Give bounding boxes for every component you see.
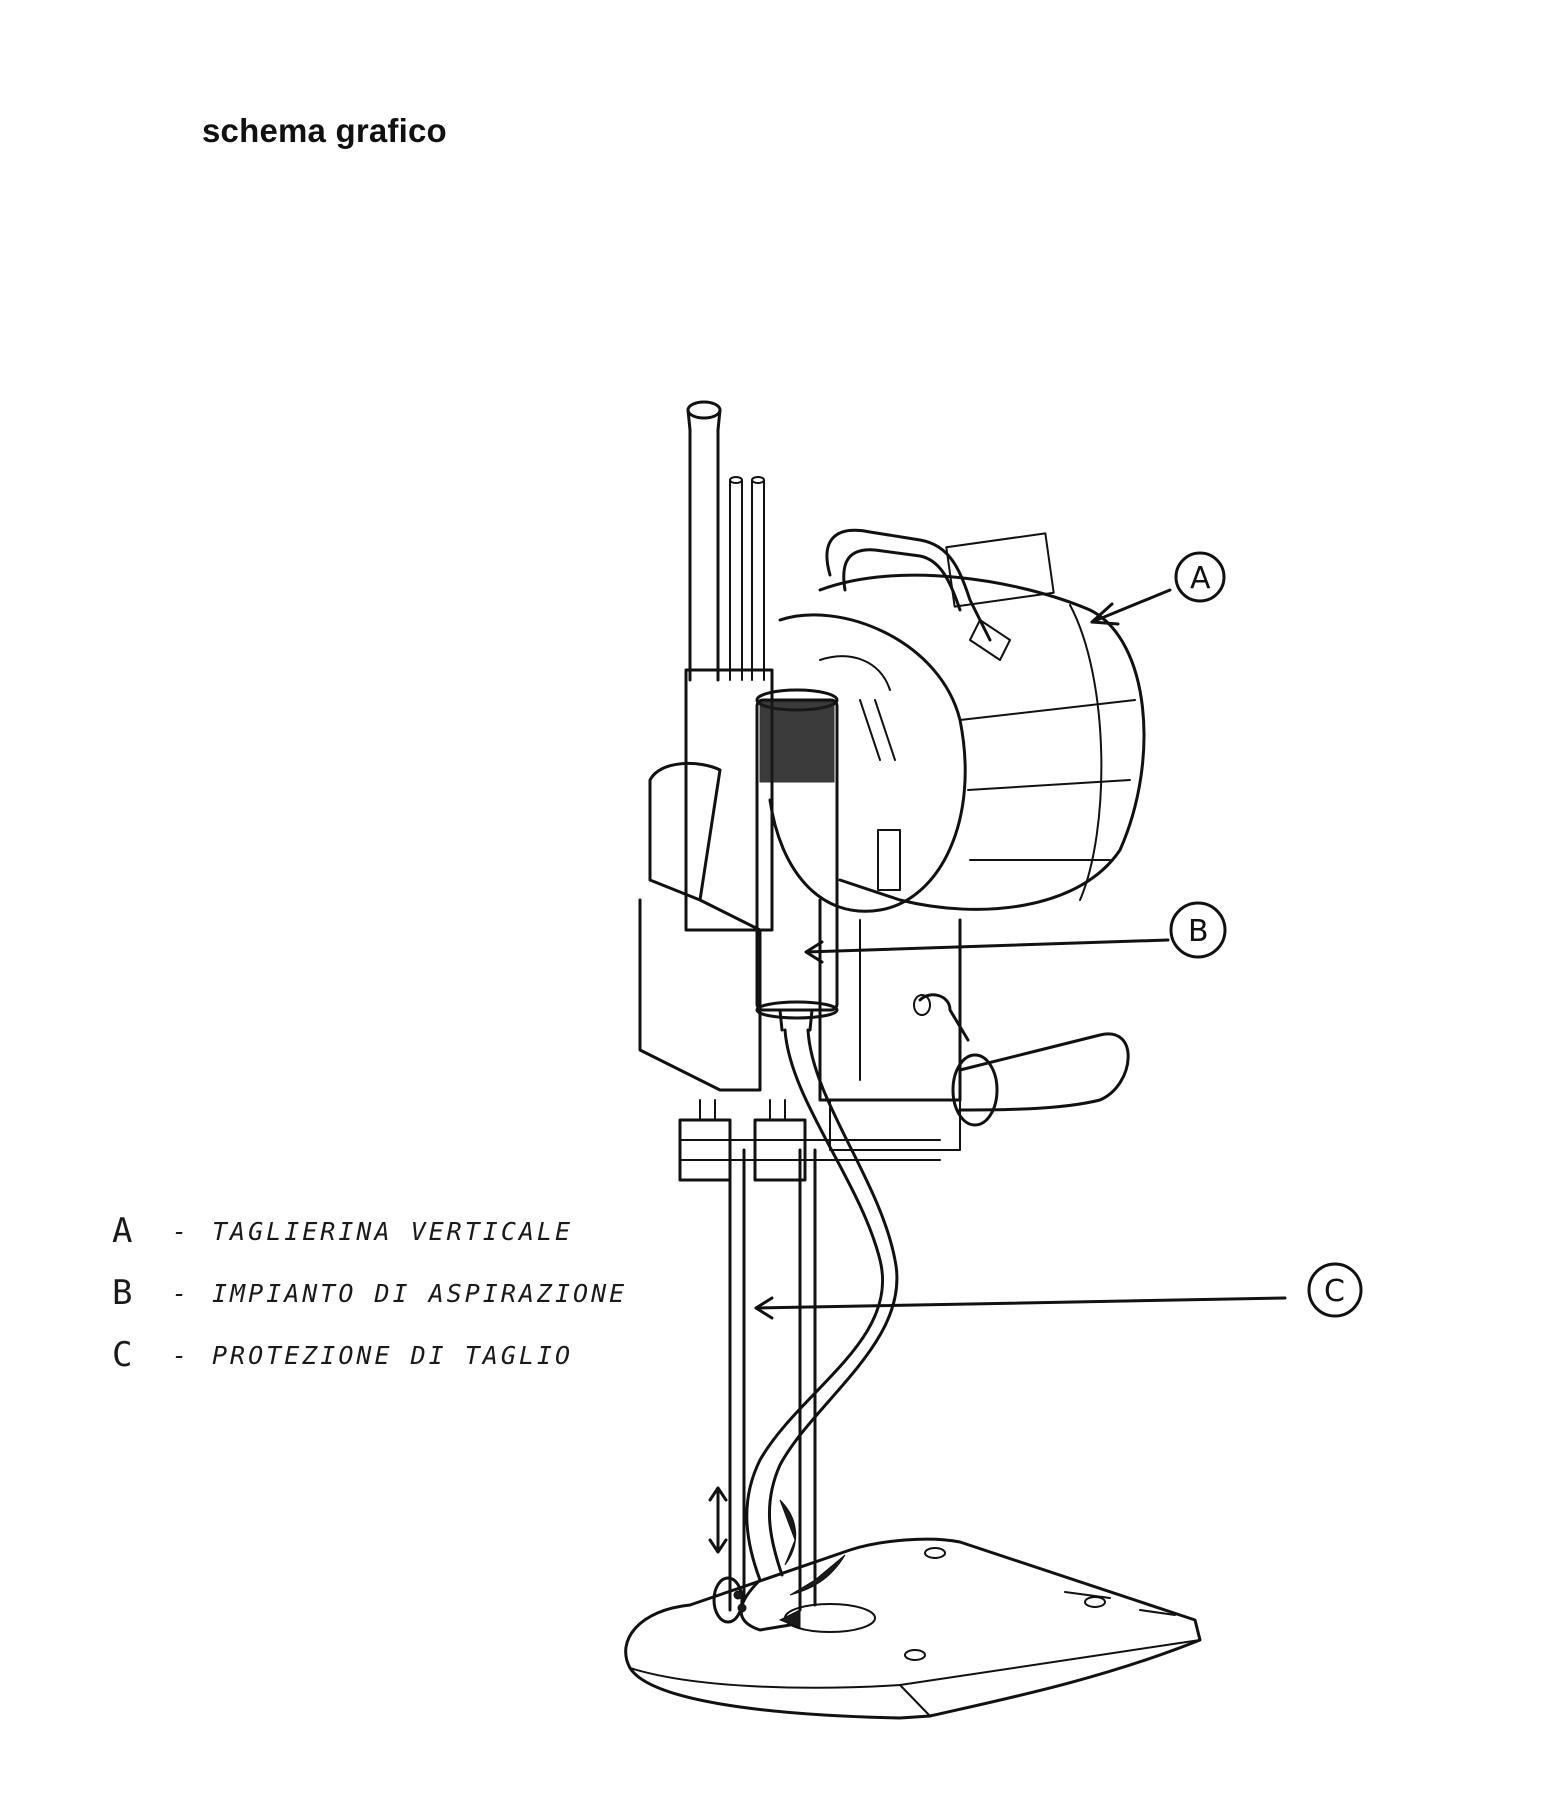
legend-text-b: IMPIANTO DI ASPIRAZIONE — [212, 1278, 628, 1308]
motor-unit — [638, 528, 1146, 1102]
legend-letter-c: C — [112, 1335, 136, 1375]
legend-item-c: C - PROTEZIONE DI TAGLIO — [112, 1324, 752, 1386]
legend: A - TAGLIERINA VERTICALE B - IMPIANTO DI… — [112, 1200, 752, 1386]
callout-c: C — [754, 1262, 1363, 1320]
callout-a-label: A — [1190, 561, 1211, 596]
legend-dash: - — [172, 1216, 191, 1246]
legend-letter-b: B — [112, 1273, 136, 1313]
callout-a: A — [1090, 551, 1226, 626]
legend-dash: - — [172, 1278, 191, 1308]
machine-base — [624, 1537, 1202, 1720]
machine-handle — [829, 1032, 1130, 1151]
legend-item-b: B - IMPIANTO DI ASPIRAZIONE — [112, 1262, 752, 1324]
callout-b: B — [804, 901, 1227, 964]
blade-carriage — [678, 1099, 941, 1182]
blade-guard — [708, 1486, 846, 1632]
legend-text-a: TAGLIERINA VERTICALE — [212, 1216, 574, 1246]
aspiration-cylinder — [745, 688, 899, 1582]
legend-text-c: PROTEZIONE DI TAGLIO — [212, 1340, 574, 1370]
legend-dash: - — [172, 1340, 191, 1370]
page-title: schema grafico — [202, 112, 447, 149]
legend-letter-a: A — [112, 1211, 136, 1251]
callout-b-label: B — [1188, 914, 1209, 949]
machine-column — [684, 400, 817, 1612]
legend-item-a: A - TAGLIERINA VERTICALE — [112, 1200, 752, 1262]
callout-c-label: C — [1324, 1274, 1345, 1309]
